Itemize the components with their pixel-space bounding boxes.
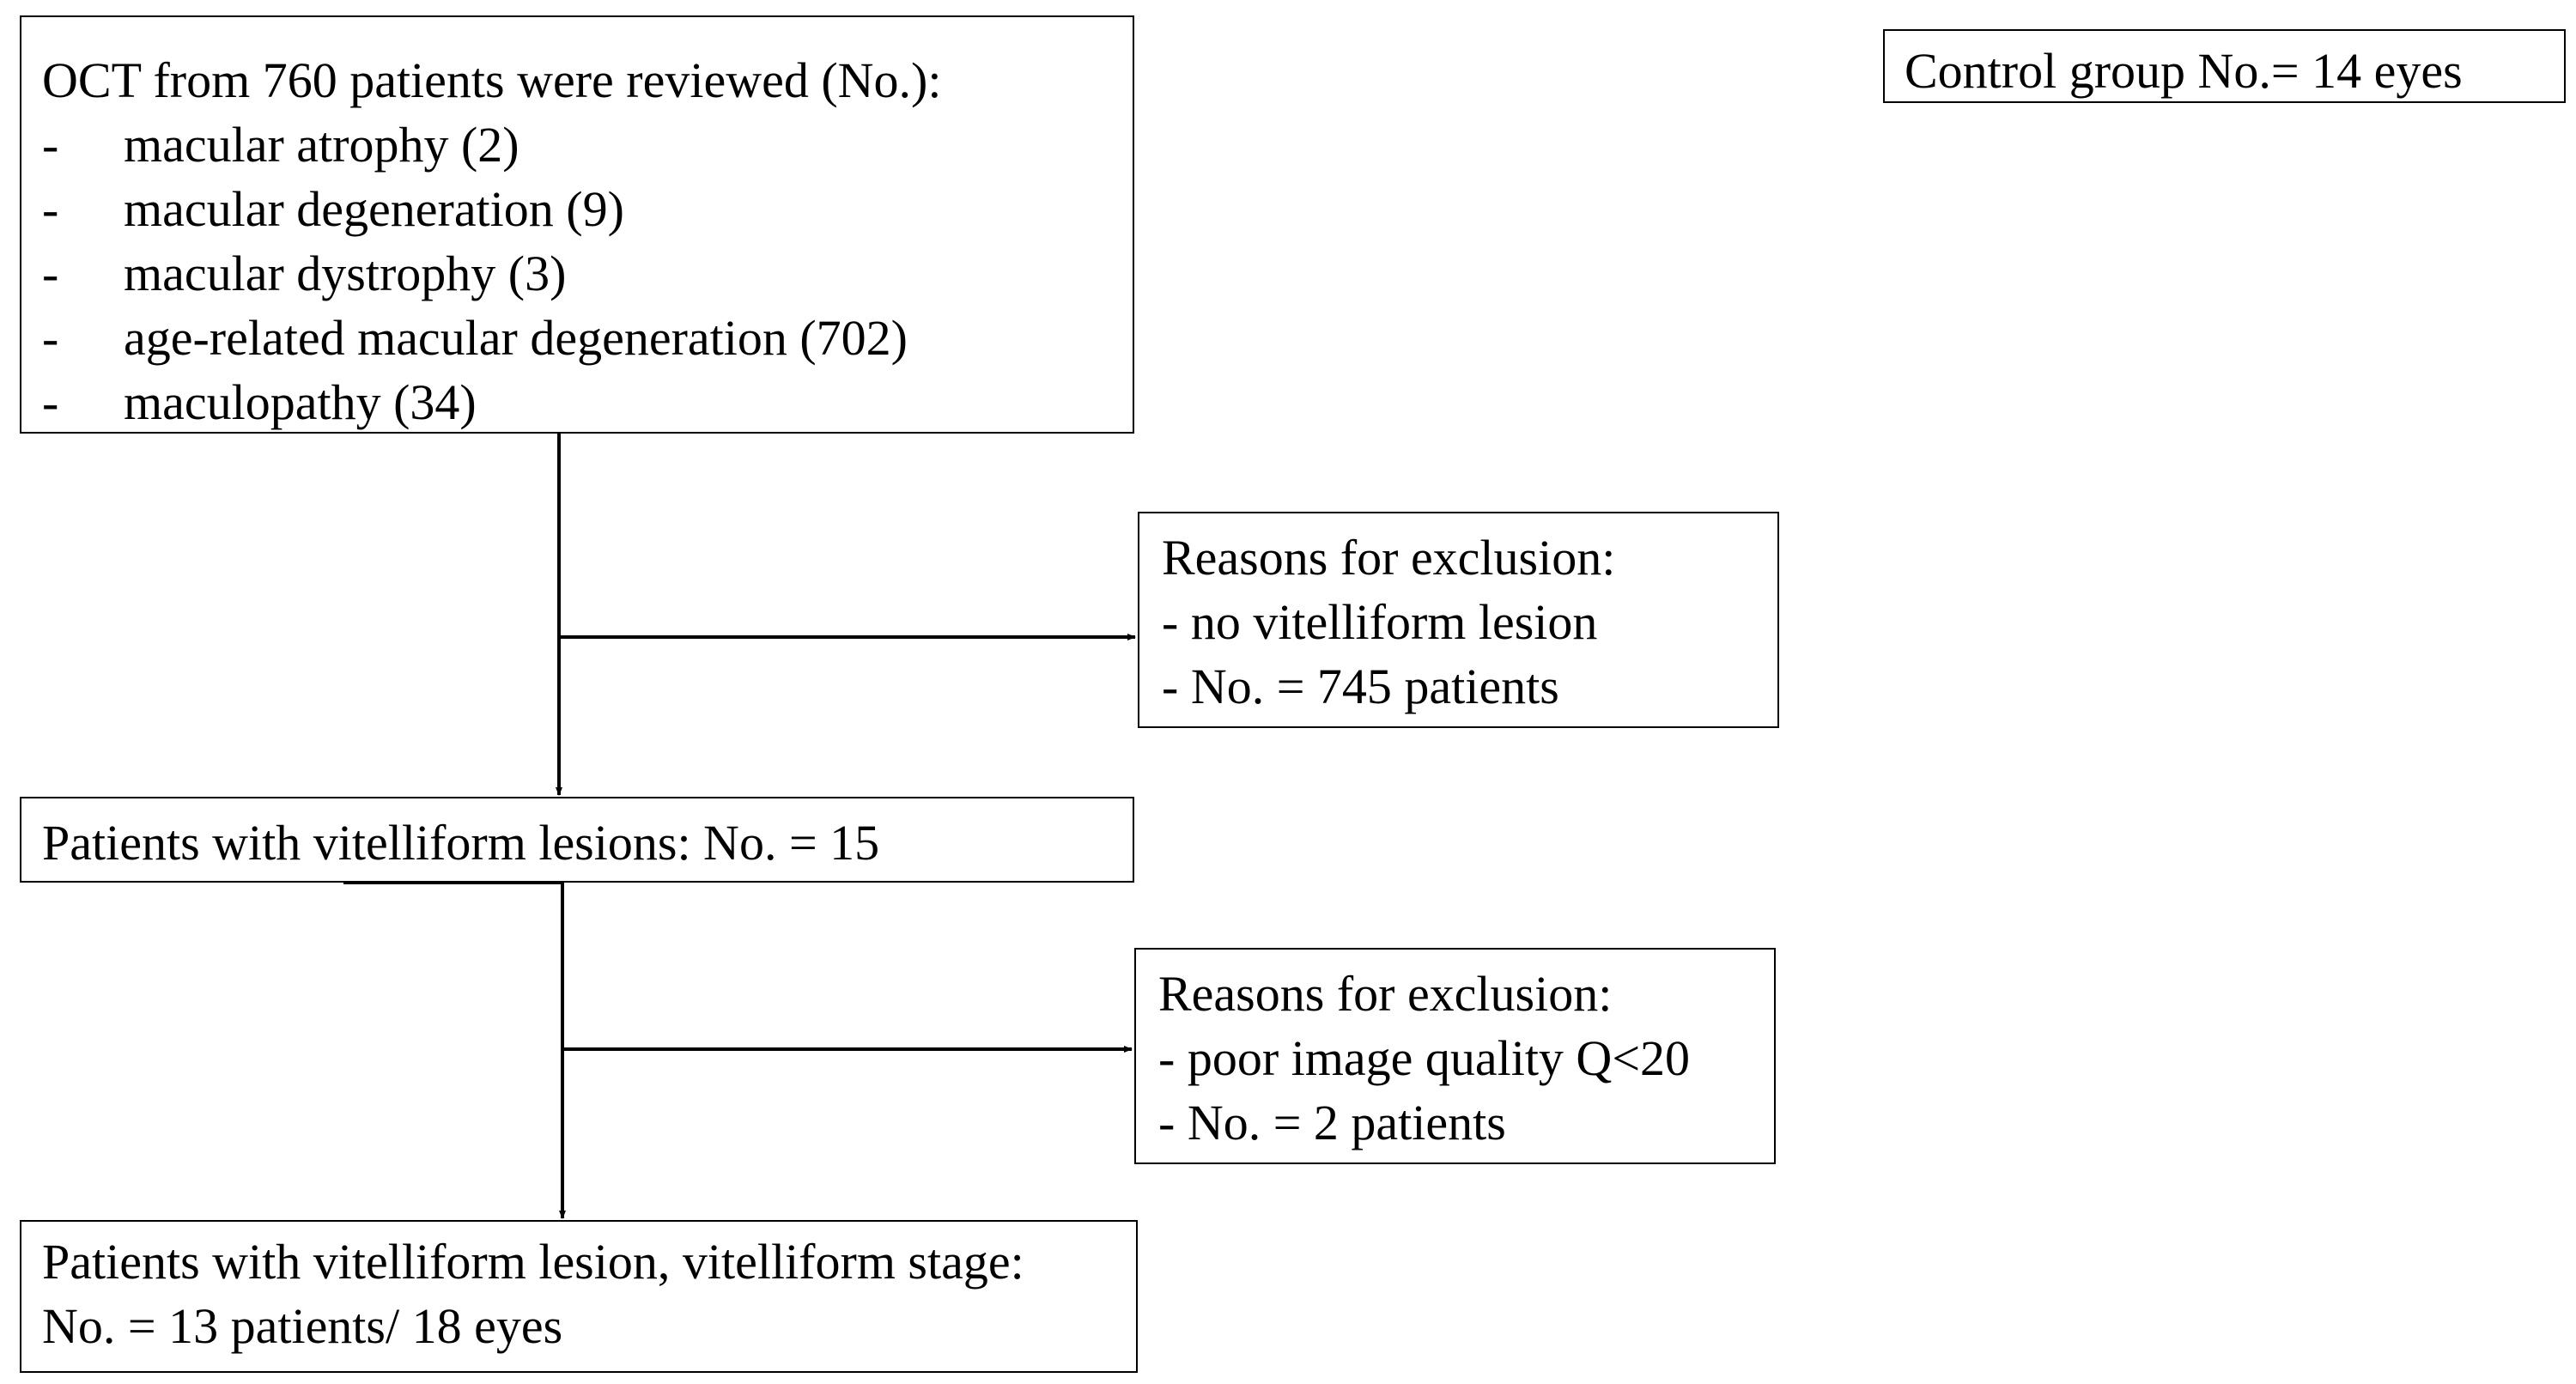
review-item: -maculopathy (34) (42, 374, 477, 430)
exclusion-box-2: Reasons for exclusion: - poor image qual… (1134, 948, 1776, 1164)
review-item: -macular degeneration (9) (42, 181, 624, 237)
exclusion-1-line: - No. = 745 patients (1162, 659, 1559, 714)
final-cohort-box: Patients with vitelliform lesion, vitell… (20, 1220, 1138, 1373)
exclusion-2-line: - poor image quality Q<20 (1158, 1030, 1691, 1086)
review-item: -age-related macular degeneration (702) (42, 310, 908, 366)
vitelliform-lesions-text: Patients with vitelliform lesions: No. =… (42, 815, 880, 871)
exclusion-1-heading: Reasons for exclusion: (1162, 530, 1616, 586)
control-group-text: Control group No.= 14 eyes (1905, 43, 2463, 99)
final-cohort-line: Patients with vitelliform lesion, vitell… (42, 1234, 1024, 1290)
review-item: -macular atrophy (2) (42, 117, 519, 173)
vitelliform-lesions-box: Patients with vitelliform lesions: No. =… (20, 797, 1134, 883)
exclusion-1-line: - no vitelliform lesion (1162, 594, 1598, 650)
control-group-box: Control group No.= 14 eyes (1883, 29, 2566, 103)
reviewed-patients-box: OCT from 760 patients were reviewed (No.… (20, 15, 1134, 434)
review-item: -macular dystrophy (3) (42, 246, 567, 301)
final-cohort-line: No. = 13 patients/ 18 eyes (42, 1298, 563, 1354)
exclusion-2-heading: Reasons for exclusion: (1158, 966, 1613, 1022)
exclusion-2-line: - No. = 2 patients (1158, 1095, 1506, 1150)
review-heading: OCT from 760 patients were reviewed (No.… (42, 52, 942, 108)
exclusion-box-1: Reasons for exclusion: - no vitelliform … (1138, 512, 1779, 728)
